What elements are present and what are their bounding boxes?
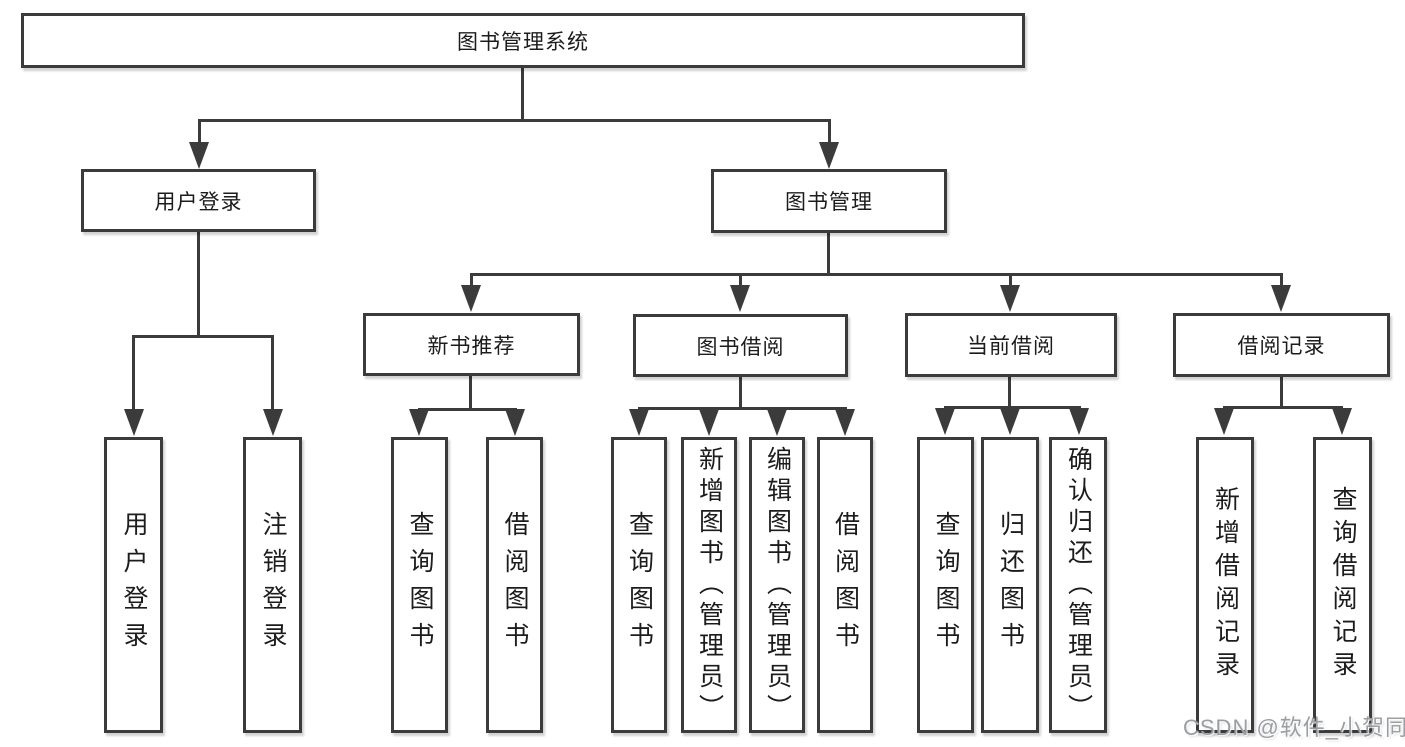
leaf-edit-books-admin-label: 编辑图书（管理员） xyxy=(763,445,792,725)
leaf-borrow-books-2: 借阅图书 xyxy=(817,437,873,733)
connector-g2-stem xyxy=(739,377,742,410)
connector-new-books-stem xyxy=(470,273,473,287)
leaf-return-books: 归还图书 xyxy=(981,437,1039,733)
arrowhead-g3-query-books xyxy=(935,408,955,435)
arrowhead-g3-return-books xyxy=(1000,408,1020,435)
arrowhead-g4-query-record xyxy=(1332,408,1352,435)
arrowhead-new-books xyxy=(461,285,481,312)
node-current-borrow-label: 当前借阅 xyxy=(967,335,1055,358)
leaf-query-books-3-label: 查询图书 xyxy=(932,511,960,659)
leaf-user-login: 用户登录 xyxy=(104,437,163,733)
leaf-query-books-2: 查询图书 xyxy=(611,437,667,733)
node-book-borrow-label: 图书借阅 xyxy=(696,335,785,359)
node-borrow-records: 借阅记录 xyxy=(1173,313,1390,377)
arrowhead-g1-borrow-books xyxy=(505,409,525,436)
connector-g1-stem xyxy=(469,376,472,411)
leaf-add-books-admin-label: 新增图书（管理员） xyxy=(695,445,724,725)
node-user-login: 用户登录 xyxy=(81,169,316,232)
leaf-confirm-return-admin: 确认归还（管理员） xyxy=(1049,437,1107,733)
connector-user-branch-bar xyxy=(132,335,274,338)
node-new-books: 新书推荐 xyxy=(363,313,580,376)
arrowhead-borrow-records xyxy=(1271,285,1291,312)
leaf-add-borrow-record-label: 新增借阅记录 xyxy=(1211,486,1240,684)
leaf-add-borrow-record: 新增借阅记录 xyxy=(1196,437,1254,733)
connector-leaf-user-login-stem xyxy=(132,335,135,412)
connector-g4-stem xyxy=(1280,377,1283,409)
leaf-return-books-label: 归还图书 xyxy=(996,511,1025,659)
connector-g4-bar xyxy=(1223,406,1343,409)
node-user-login-label: 用户登录 xyxy=(154,190,243,214)
leaf-borrow-books-1-label: 借阅图书 xyxy=(501,511,529,659)
node-book-mgmt: 图书管理 xyxy=(711,169,947,233)
leaf-query-borrow-record-label: 查询借阅记录 xyxy=(1329,486,1357,684)
arrowhead-leaf-logout xyxy=(263,409,283,436)
arrowhead-g3-confirm-return xyxy=(1069,408,1089,435)
connector-leaf-logout-stem xyxy=(271,335,274,412)
leaf-user-login-label: 用户登录 xyxy=(120,511,148,659)
leaf-confirm-return-admin-label: 确认归还（管理员） xyxy=(1064,445,1093,725)
connector-mgmt-stem xyxy=(827,233,830,276)
arrowhead-g4-add-record xyxy=(1214,408,1234,435)
leaf-edit-books-admin: 编辑图书（管理员） xyxy=(749,437,805,733)
connector-root-branch xyxy=(198,119,831,122)
connector-g1-bar xyxy=(418,408,517,411)
connector-mgmt-bar xyxy=(470,273,1283,276)
arrowhead-book-borrow xyxy=(730,285,750,312)
connector-book-borrow-stem xyxy=(739,273,742,287)
arrowhead-g2-edit-books xyxy=(767,409,787,436)
connector-borrow-records-stem xyxy=(1280,273,1283,287)
leaf-query-books-2-label: 查询图书 xyxy=(625,511,654,659)
connector-g3-bar xyxy=(944,406,1081,409)
leaf-logout: 注销登录 xyxy=(243,437,302,733)
csdn-watermark: CSDN @软件_小贺同学 xyxy=(1183,715,1405,740)
connector-root-stem xyxy=(521,68,524,122)
leaf-logout-label: 注销登录 xyxy=(259,511,287,659)
arrowhead-current-borrow xyxy=(1000,285,1020,312)
connector-g2-bar xyxy=(638,407,847,410)
node-new-books-label: 新书推荐 xyxy=(427,334,516,358)
arrowhead-g2-add-books xyxy=(699,409,719,436)
arrowhead-leaf-user-login xyxy=(124,409,144,436)
connector-user-branch-stem xyxy=(197,232,200,338)
arrowhead-g2-borrow-books xyxy=(835,409,855,436)
connector-g3-stem xyxy=(1008,377,1011,409)
node-current-borrow: 当前借阅 xyxy=(905,313,1117,377)
connector-current-borrow-stem xyxy=(1009,273,1012,287)
leaf-query-books-3: 查询图书 xyxy=(917,437,974,733)
connector-user-login-stem xyxy=(198,119,201,145)
node-book-mgmt-label: 图书管理 xyxy=(785,191,873,214)
arrowhead-g2-query-books xyxy=(629,409,649,436)
arrowhead-book-mgmt xyxy=(819,142,839,169)
node-root-label: 图书管理系统 xyxy=(457,30,589,54)
node-root: 图书管理系统 xyxy=(21,13,1025,68)
leaf-borrow-books-1: 借阅图书 xyxy=(486,437,543,733)
connector-book-mgmt-stem xyxy=(828,119,831,145)
node-borrow-records-label: 借阅记录 xyxy=(1237,335,1326,358)
leaf-query-borrow-record: 查询借阅记录 xyxy=(1313,437,1372,733)
arrowhead-user-login xyxy=(189,142,209,169)
leaf-add-books-admin: 新增图书（管理员） xyxy=(681,437,737,733)
node-book-borrow: 图书借阅 xyxy=(633,314,848,377)
arrowhead-g1-query-books xyxy=(409,409,429,436)
leaf-query-books-1-label: 查询图书 xyxy=(406,511,434,659)
leaf-query-books-1: 查询图书 xyxy=(391,437,448,733)
leaf-borrow-books-2-label: 借阅图书 xyxy=(831,511,860,659)
